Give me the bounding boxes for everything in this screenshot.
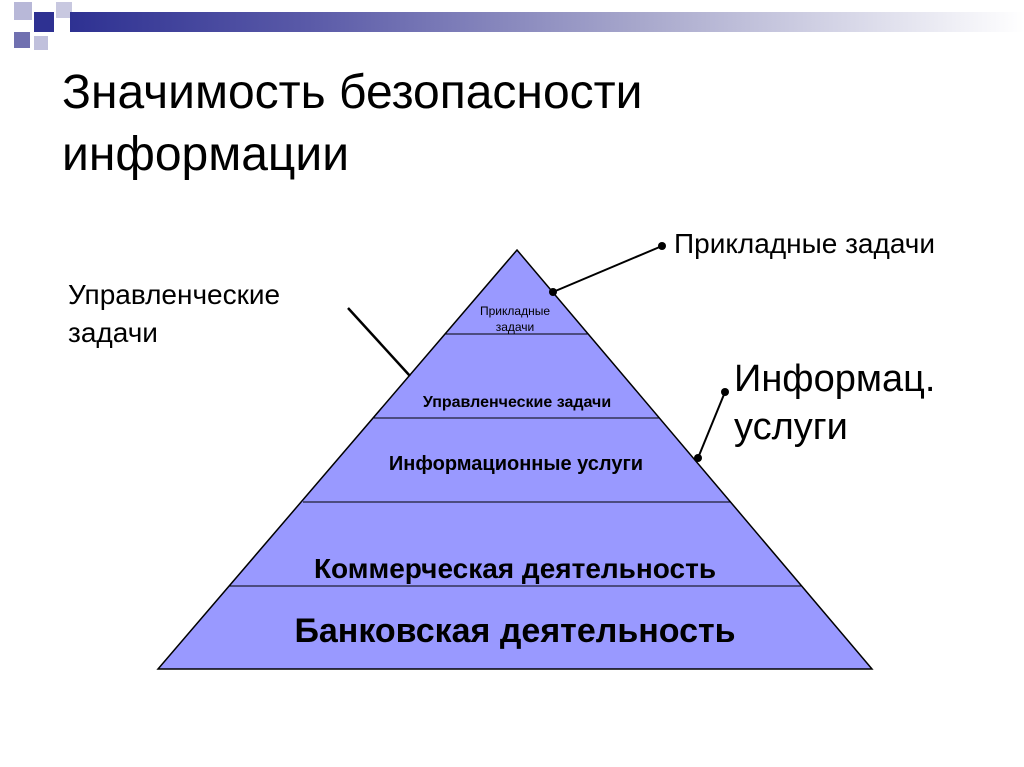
tier-label-management: Управленческие задачи	[423, 394, 611, 411]
tier-label-applied-line2: задачи	[496, 320, 535, 334]
connector-dot-applied-end	[658, 242, 666, 250]
corner-decoration	[14, 2, 72, 50]
callout-management-tasks: Управленческие задачи	[68, 279, 281, 348]
tier-label-info-services: Информационные услуги	[389, 453, 643, 475]
connector-line-applied	[552, 245, 663, 293]
callout-applied-tasks: Прикладные задачи	[674, 228, 936, 259]
connector-dot-info-start	[694, 454, 702, 462]
tier-label-commerce: Коммерческая деятельность	[314, 553, 716, 584]
connector-line-management	[347, 307, 411, 377]
callout-info-services: Информац. услуги	[734, 358, 936, 448]
connector-dot-applied-start	[549, 288, 557, 296]
slide-title: Значимость безопасности информации	[62, 66, 643, 181]
tier-label-applied-line1: Прикладные	[480, 304, 550, 318]
tier-label-banking: Банковская деятельность	[294, 612, 735, 650]
header-gradient-bar	[70, 12, 1024, 32]
connector-line-info	[697, 391, 726, 459]
connector-dot-info-end	[721, 388, 729, 396]
